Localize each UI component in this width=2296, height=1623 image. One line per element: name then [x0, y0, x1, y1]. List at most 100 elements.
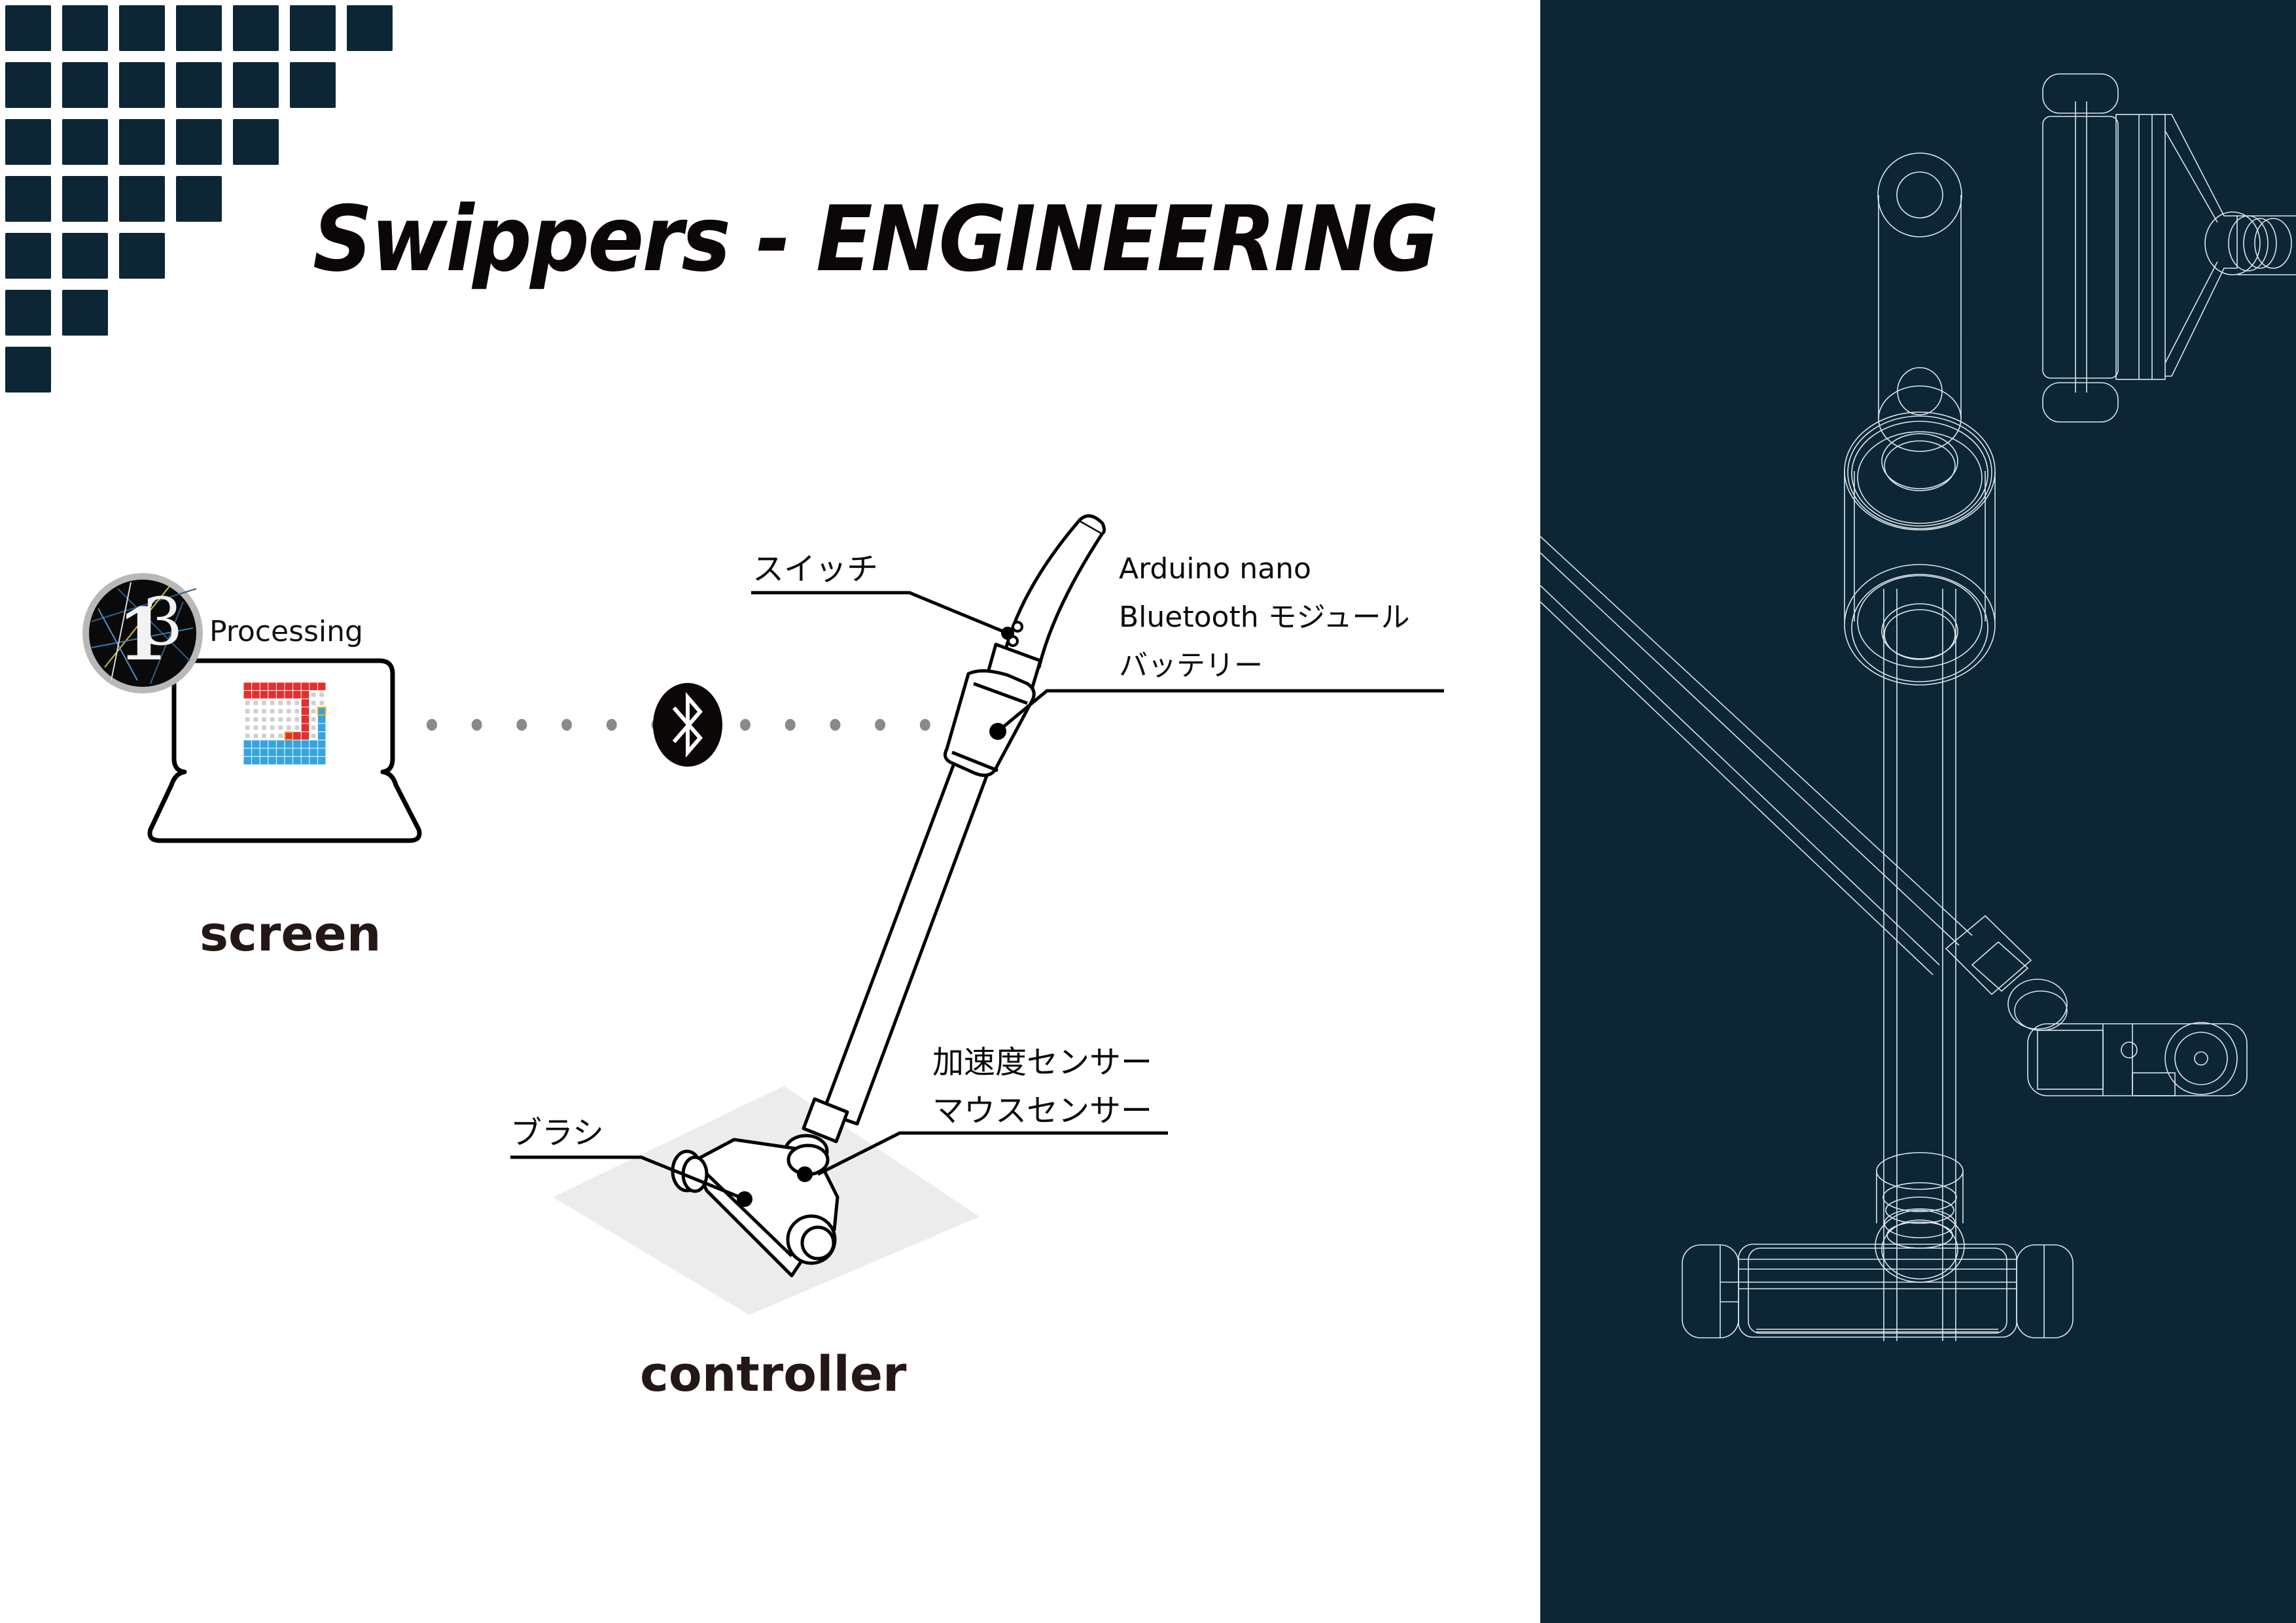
screen-pixel [317, 715, 326, 724]
callout-dots [737, 627, 1014, 1207]
callout-bluetooth-module: Bluetooth モジュール [1119, 601, 1410, 634]
screen-pixel [287, 701, 291, 705]
screen-pixel [294, 701, 300, 705]
screen-pixel [317, 682, 326, 691]
corner-square [176, 5, 222, 51]
screen-pixel [268, 756, 276, 765]
screen-pixel [252, 691, 260, 699]
switch-buttons [1007, 621, 1023, 647]
screen-pixel [245, 701, 250, 705]
screen-pixel [245, 708, 250, 714]
screen-pixel [243, 756, 252, 765]
screen-pixel [262, 717, 266, 722]
callout-lines [510, 591, 1444, 1201]
screen-pixel [252, 740, 260, 748]
controller-caption: controller [640, 1346, 907, 1403]
screen-pixel [301, 707, 309, 715]
screen-pixel [253, 708, 258, 714]
corner-square [62, 119, 108, 165]
screen-pixel [301, 740, 309, 748]
screen-pixel [253, 717, 258, 722]
corner-square [347, 5, 393, 51]
screen-pixel [301, 691, 309, 699]
corner-square [62, 5, 108, 51]
screen-pixel [268, 748, 276, 756]
screen-pixel [311, 717, 316, 722]
corner-square [62, 62, 108, 108]
wireframe-stick-front-view [1682, 152, 2074, 1341]
screen-pixel [317, 740, 326, 748]
screen-pixel [270, 733, 275, 739]
connection-dot [606, 719, 617, 731]
screen-pixel [270, 701, 275, 705]
corner-square [62, 233, 108, 279]
screen-pixel [262, 708, 266, 714]
callout-brush: ブラシ [510, 1115, 605, 1151]
screen-pixel [309, 740, 317, 748]
connection-dot [516, 719, 527, 731]
screen-pixel [319, 692, 324, 697]
screen-pixel [293, 756, 301, 765]
screen-pixel [262, 725, 266, 730]
corner-square [119, 5, 165, 51]
screen-pixel [278, 708, 283, 714]
screen-pixel [243, 740, 252, 748]
screen-pixel [301, 748, 309, 756]
screen-pixel [311, 725, 316, 730]
screen-pixel [285, 682, 293, 691]
screen-pixel [317, 756, 326, 765]
callout-switch: スイッチ [752, 551, 879, 587]
corner-square [176, 176, 222, 222]
screen-pixel [268, 682, 276, 691]
wireframe-stick-side-view [1540, 536, 2248, 1096]
screen-pixel [317, 724, 326, 732]
corner-square [5, 347, 51, 393]
wireframe-head-top-view [2042, 73, 2296, 423]
screen-pixel [278, 725, 283, 730]
screen-pixel [245, 717, 250, 722]
screen-pixel [276, 682, 285, 691]
svg-text:1: 1 [118, 592, 168, 676]
corner-square [119, 233, 165, 279]
screen-pixel [301, 715, 309, 724]
corner-square [233, 62, 279, 108]
screen-pixel [245, 733, 250, 739]
system-diagram: 1 3 [82, 514, 1444, 1315]
screen-pixel [260, 756, 268, 765]
screen-pixel [311, 701, 316, 705]
corner-square [5, 290, 51, 336]
screen-pixel [293, 732, 301, 740]
corner-square [290, 62, 336, 108]
connection-dot [561, 719, 573, 731]
screen-pixel [311, 733, 316, 739]
screen-pixel [285, 740, 293, 748]
screen-pixel [311, 692, 316, 697]
screen-pixel [293, 740, 301, 748]
corner-square [5, 233, 51, 279]
screen-pixel [285, 756, 293, 765]
screen-pixel [260, 691, 268, 699]
screen-pixel [301, 699, 309, 707]
screen-pixel [243, 682, 252, 691]
screen-pixel [294, 717, 300, 722]
corner-square [119, 119, 165, 165]
screen-pixel [278, 717, 283, 722]
screen-pixel [270, 717, 275, 722]
screen-pixel [252, 748, 260, 756]
wireframe-panel [1540, 0, 2296, 1623]
screen-pixel [260, 748, 268, 756]
corner-square [233, 119, 279, 165]
corner-square [176, 119, 222, 165]
screen-pixel [262, 701, 266, 705]
screen-pixel [294, 708, 300, 714]
processing-logo-icon: 1 3 [82, 573, 203, 693]
controller-stick [783, 514, 1106, 1169]
callout-battery: バッテリー [1119, 649, 1263, 682]
corner-square [290, 5, 336, 51]
screen-pixel [276, 740, 285, 748]
screen-pixel [253, 733, 258, 739]
corner-square [5, 176, 51, 222]
page-title: Swippers - ENGINEERING [313, 186, 1439, 292]
screen-pixel [311, 708, 316, 714]
screen-pixel [301, 732, 309, 740]
